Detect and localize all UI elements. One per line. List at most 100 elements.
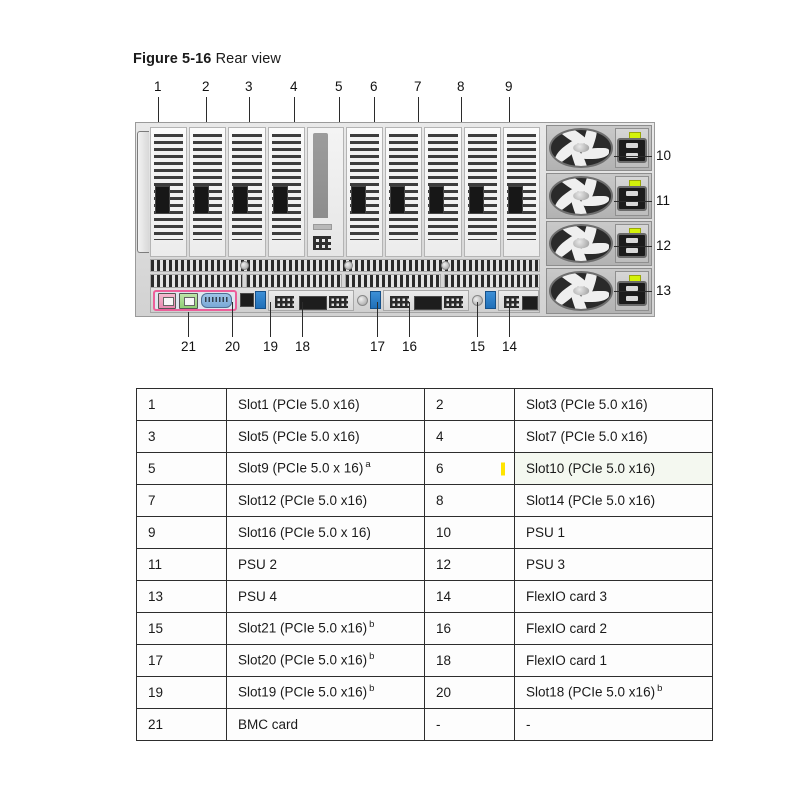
legend-number-right: 2 bbox=[424, 388, 515, 421]
legend-number-right: 8 bbox=[424, 484, 515, 517]
legend-number-right: 6 bbox=[424, 452, 515, 485]
management-port-icon[interactable] bbox=[158, 292, 177, 309]
legend-number-right: 12 bbox=[424, 548, 515, 581]
legend-number-right: 16 bbox=[424, 612, 515, 645]
power-socket-icon[interactable] bbox=[617, 185, 648, 211]
legend-label-right: Slot14 (PCIe 5.0 x16) bbox=[514, 484, 713, 517]
legend-number-right: 20 bbox=[424, 676, 515, 709]
callout-1: 1 bbox=[154, 79, 162, 94]
leader-line-19 bbox=[270, 302, 272, 337]
leader-line-17 bbox=[377, 302, 379, 337]
legend-number-right: 10 bbox=[424, 516, 515, 549]
power-socket-icon[interactable] bbox=[617, 233, 648, 259]
power-socket-icon[interactable] bbox=[617, 137, 648, 163]
legend-label-right: Slot18 (PCIe 5.0 x16)b bbox=[514, 676, 713, 709]
pcie-slot-bracket bbox=[228, 127, 266, 257]
callout-16: 16 bbox=[402, 339, 418, 354]
legend-number-left: 1 bbox=[136, 388, 227, 421]
pcie-slot-bracket bbox=[463, 127, 501, 257]
slot9-filler-panel bbox=[306, 127, 345, 257]
callout-19: 19 bbox=[263, 339, 279, 354]
callout-13: 13 bbox=[656, 283, 672, 298]
psu-module-3[interactable] bbox=[546, 220, 652, 267]
psu-module-4[interactable] bbox=[546, 268, 652, 314]
legend-number-left: 19 bbox=[136, 676, 227, 709]
power-socket-icon[interactable] bbox=[617, 281, 648, 306]
legend-label-left: PSU 2 bbox=[226, 548, 425, 581]
flexio-card-2[interactable] bbox=[383, 290, 469, 311]
callout-11: 11 bbox=[656, 193, 671, 208]
port-grid bbox=[504, 296, 519, 308]
callout-9: 9 bbox=[505, 79, 513, 94]
footnote-marker: b bbox=[369, 619, 375, 631]
pcie-slot-bracket bbox=[267, 127, 305, 257]
callout-18: 18 bbox=[295, 339, 311, 354]
flexio-card-3[interactable] bbox=[498, 290, 539, 311]
psu-module-1[interactable] bbox=[546, 125, 652, 171]
connector-window bbox=[429, 186, 445, 214]
sfp-port-icon[interactable] bbox=[255, 291, 266, 309]
legend-label-right: FlexIO card 1 bbox=[514, 644, 713, 677]
callout-15: 15 bbox=[470, 339, 486, 354]
leader-line-21 bbox=[188, 312, 190, 337]
legend-number-left: 3 bbox=[136, 420, 227, 453]
legend-label-right: PSU 3 bbox=[514, 548, 713, 581]
legend-number-left: 15 bbox=[136, 612, 227, 645]
legend-label-left: BMC card bbox=[226, 708, 425, 741]
port-grid bbox=[390, 296, 409, 308]
callout-7: 7 bbox=[414, 79, 422, 94]
legend-number-right: 4 bbox=[424, 420, 515, 453]
sfp-port-icon[interactable] bbox=[485, 291, 496, 309]
port-grid bbox=[329, 296, 348, 308]
footnote-marker: b bbox=[657, 683, 663, 695]
server-chassis bbox=[135, 122, 655, 317]
legend-label-right: FlexIO card 3 bbox=[514, 580, 713, 613]
connector-window bbox=[155, 186, 170, 214]
sfp-port-icon[interactable] bbox=[370, 291, 381, 309]
pcie-slot-bracket bbox=[150, 127, 188, 257]
callout-21: 21 bbox=[181, 339, 197, 354]
legend-label-left: PSU 4 bbox=[226, 580, 425, 613]
legend-label-right: PSU 1 bbox=[514, 516, 713, 549]
footnote-marker: b bbox=[369, 651, 375, 663]
psu-module-2[interactable] bbox=[546, 172, 652, 219]
vga-port-icon[interactable] bbox=[200, 293, 232, 308]
legend-number-right: 18 bbox=[424, 644, 515, 677]
legend-label-right: Slot10 (PCIe 5.0 x16) bbox=[514, 452, 713, 485]
legend-label-right: Slot7 (PCIe 5.0 x16) bbox=[514, 420, 713, 453]
pcie-slot-bracket bbox=[424, 127, 462, 257]
usb-port-icon[interactable] bbox=[240, 293, 254, 307]
chassis-screw bbox=[344, 261, 353, 270]
qsfp-port-icon[interactable] bbox=[299, 296, 327, 310]
psu-fan-icon bbox=[549, 128, 614, 168]
leader-line-20 bbox=[232, 302, 234, 337]
leader-line-13 bbox=[614, 291, 652, 293]
callout-3: 3 bbox=[245, 79, 253, 94]
legend-label-right: FlexIO card 2 bbox=[514, 612, 713, 645]
connector-window bbox=[468, 186, 484, 214]
legend-number-left: 9 bbox=[136, 516, 227, 549]
port-grid bbox=[444, 296, 463, 308]
bmc-card[interactable] bbox=[153, 290, 237, 311]
highlight-caret bbox=[501, 462, 505, 475]
callout-6: 6 bbox=[370, 79, 378, 94]
network-port-icon[interactable] bbox=[179, 292, 198, 309]
pcie-slot-bracket bbox=[189, 127, 227, 257]
psu-bank bbox=[544, 123, 654, 316]
qsfp-port-icon[interactable] bbox=[522, 296, 538, 310]
callout-17: 17 bbox=[370, 339, 386, 354]
psu-face bbox=[615, 223, 649, 264]
figure-number: Figure 5-16 bbox=[133, 51, 212, 67]
leader-line-12 bbox=[614, 246, 652, 248]
qsfp-port-icon[interactable] bbox=[414, 296, 442, 310]
legend-number-left: 17 bbox=[136, 644, 227, 677]
figure-caption: Figure 5-16 Rear view bbox=[133, 51, 281, 67]
flexio-card-1[interactable] bbox=[268, 290, 354, 311]
callout-2: 2 bbox=[202, 79, 210, 94]
